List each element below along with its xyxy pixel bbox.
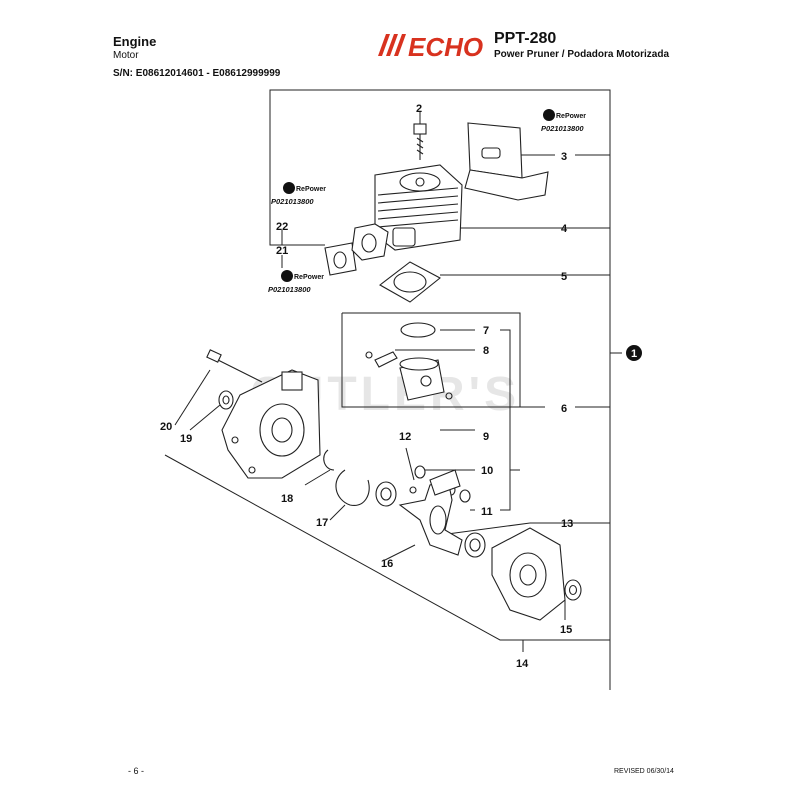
serial-range: S/N: E08612014601 - E08612999999 xyxy=(113,68,281,79)
svg-text:1: 1 xyxy=(631,348,637,360)
part-6-piston xyxy=(399,357,445,401)
callout-19: 19 xyxy=(180,433,192,445)
callout-13: 13 xyxy=(561,518,573,530)
part-7-piston-ring xyxy=(400,322,436,338)
callout-2: 2 xyxy=(416,103,422,115)
callout-8: 8 xyxy=(483,345,489,357)
echo-logo: ECHO xyxy=(378,32,483,60)
callout-7: 7 xyxy=(483,325,489,337)
callout-15: 15 xyxy=(560,624,572,636)
bracket-lines xyxy=(164,89,622,690)
page-subtitle: Motor xyxy=(113,50,139,61)
part-17-snap-ring xyxy=(323,449,335,471)
callout-21: 21 xyxy=(276,245,288,257)
svg-text:P021013800: P021013800 xyxy=(268,285,311,294)
part-21-intake-gasket xyxy=(324,223,389,276)
callout-16: 16 xyxy=(381,558,393,570)
callout-labels: 2 3 4 5 22 21 7 8 6 9 12 10 11 13 20 19 … xyxy=(160,103,573,670)
svg-text:RePower: RePower xyxy=(296,186,326,193)
revision-date: REVISED 06/30/14 xyxy=(614,768,674,775)
callout-6: 6 xyxy=(561,403,567,415)
repower-badge-top-right: RePower P021013800 xyxy=(541,109,586,133)
part-16-bearing xyxy=(375,481,397,507)
callout-14: 14 xyxy=(516,658,529,670)
callout-4: 4 xyxy=(561,223,568,235)
svg-text:P021013800: P021013800 xyxy=(541,124,584,133)
callout-20: 20 xyxy=(160,421,172,433)
repower-badge-left-upper: RePower P021013800 xyxy=(271,182,326,206)
model-number: PPT-280 xyxy=(494,30,557,47)
callout-10: 10 xyxy=(481,465,493,477)
brand-text: ECHO xyxy=(408,32,483,60)
part-15-oil-seal xyxy=(564,579,582,601)
part-2-bolt xyxy=(413,123,427,160)
part-19-oil-seal xyxy=(218,390,234,410)
part-13-crankshaft xyxy=(398,469,463,556)
part-3-cylinder-cover xyxy=(464,122,549,201)
model-description: Power Pruner / Podadora Motorizada xyxy=(494,49,670,60)
page-number: - 6 - xyxy=(128,766,145,776)
svg-text:RePower: RePower xyxy=(294,274,324,281)
callout-11: 11 xyxy=(481,506,493,518)
callout-12: 12 xyxy=(399,431,411,443)
svg-text:P021013800: P021013800 xyxy=(271,197,314,206)
callout-17: 17 xyxy=(316,517,328,529)
repower-badge-left-lower: RePower P021013800 xyxy=(268,270,324,294)
part-10-washer xyxy=(414,465,426,479)
part-5-base-gasket xyxy=(379,261,441,303)
callout-1: 1 xyxy=(626,345,642,361)
part-12-key xyxy=(409,486,417,494)
part-9-circlip-2 xyxy=(365,351,373,359)
part-9-circlip xyxy=(445,392,453,400)
callout-5: 5 xyxy=(561,271,567,283)
page-title: Engine xyxy=(113,34,157,49)
part-8-piston-pin xyxy=(374,351,398,368)
part-4-cylinder xyxy=(374,164,463,251)
part-14-crankcase-half xyxy=(491,527,566,621)
part-10-washer-2 xyxy=(459,489,471,503)
svg-text:RePower: RePower xyxy=(556,113,586,120)
callout-18: 18 xyxy=(281,493,293,505)
part-17-crankcase-gasket xyxy=(335,469,370,506)
callout-9: 9 xyxy=(483,431,489,443)
callout-3: 3 xyxy=(561,151,567,163)
part-20-bolt xyxy=(206,349,263,383)
part-16-bearing-2 xyxy=(464,532,486,558)
part-18-crankcase xyxy=(221,369,321,479)
callout-22: 22 xyxy=(276,221,288,233)
